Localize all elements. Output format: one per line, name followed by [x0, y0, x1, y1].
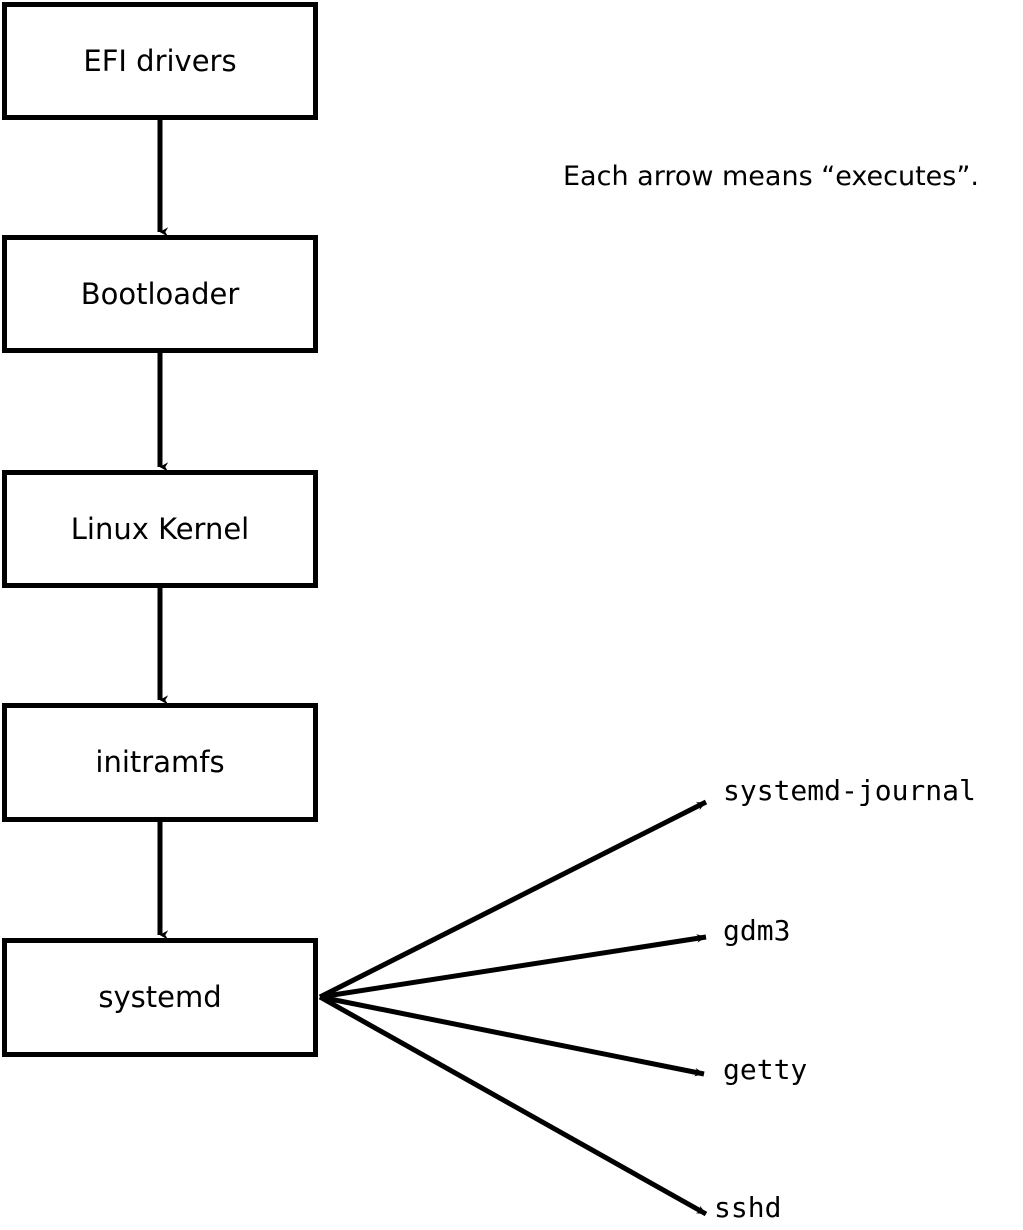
fan-arrow-systemd-to-getty [319, 994, 705, 1077]
node-box-systemd[interactable]: systemd [2, 938, 318, 1057]
fan-arrow-layer [318, 799, 708, 1217]
fan-arrow-systemd-to-gdm3 [319, 934, 707, 1000]
node-box-initramfs[interactable]: initramfs [2, 703, 318, 822]
node-label-efi-drivers: EFI drivers [83, 43, 237, 78]
leaf-label-systemd-journal[interactable]: systemd-journal [723, 774, 976, 807]
node-label-systemd: systemd [98, 980, 222, 1014]
leaf-label-gdm3[interactable]: gdm3 [723, 914, 791, 947]
node-box-bootloader[interactable]: Bootloader [2, 235, 318, 353]
node-box-linux-kernel[interactable]: Linux Kernel [2, 470, 318, 588]
fan-arrow-systemd-to-sshd [318, 994, 708, 1217]
node-label-bootloader: Bootloader [80, 276, 240, 311]
node-label-linux-kernel: Linux Kernel [70, 511, 250, 546]
legend-note: Each arrow means “executes”. [563, 161, 979, 192]
node-box-efi-drivers[interactable]: EFI drivers [2, 2, 318, 120]
fan-arrow-systemd-to-systemd-journal [318, 799, 708, 1000]
node-label-initramfs: initramfs [95, 745, 225, 779]
leaf-label-sshd[interactable]: sshd [714, 1191, 782, 1224]
leaf-label-getty[interactable]: getty [723, 1053, 808, 1086]
